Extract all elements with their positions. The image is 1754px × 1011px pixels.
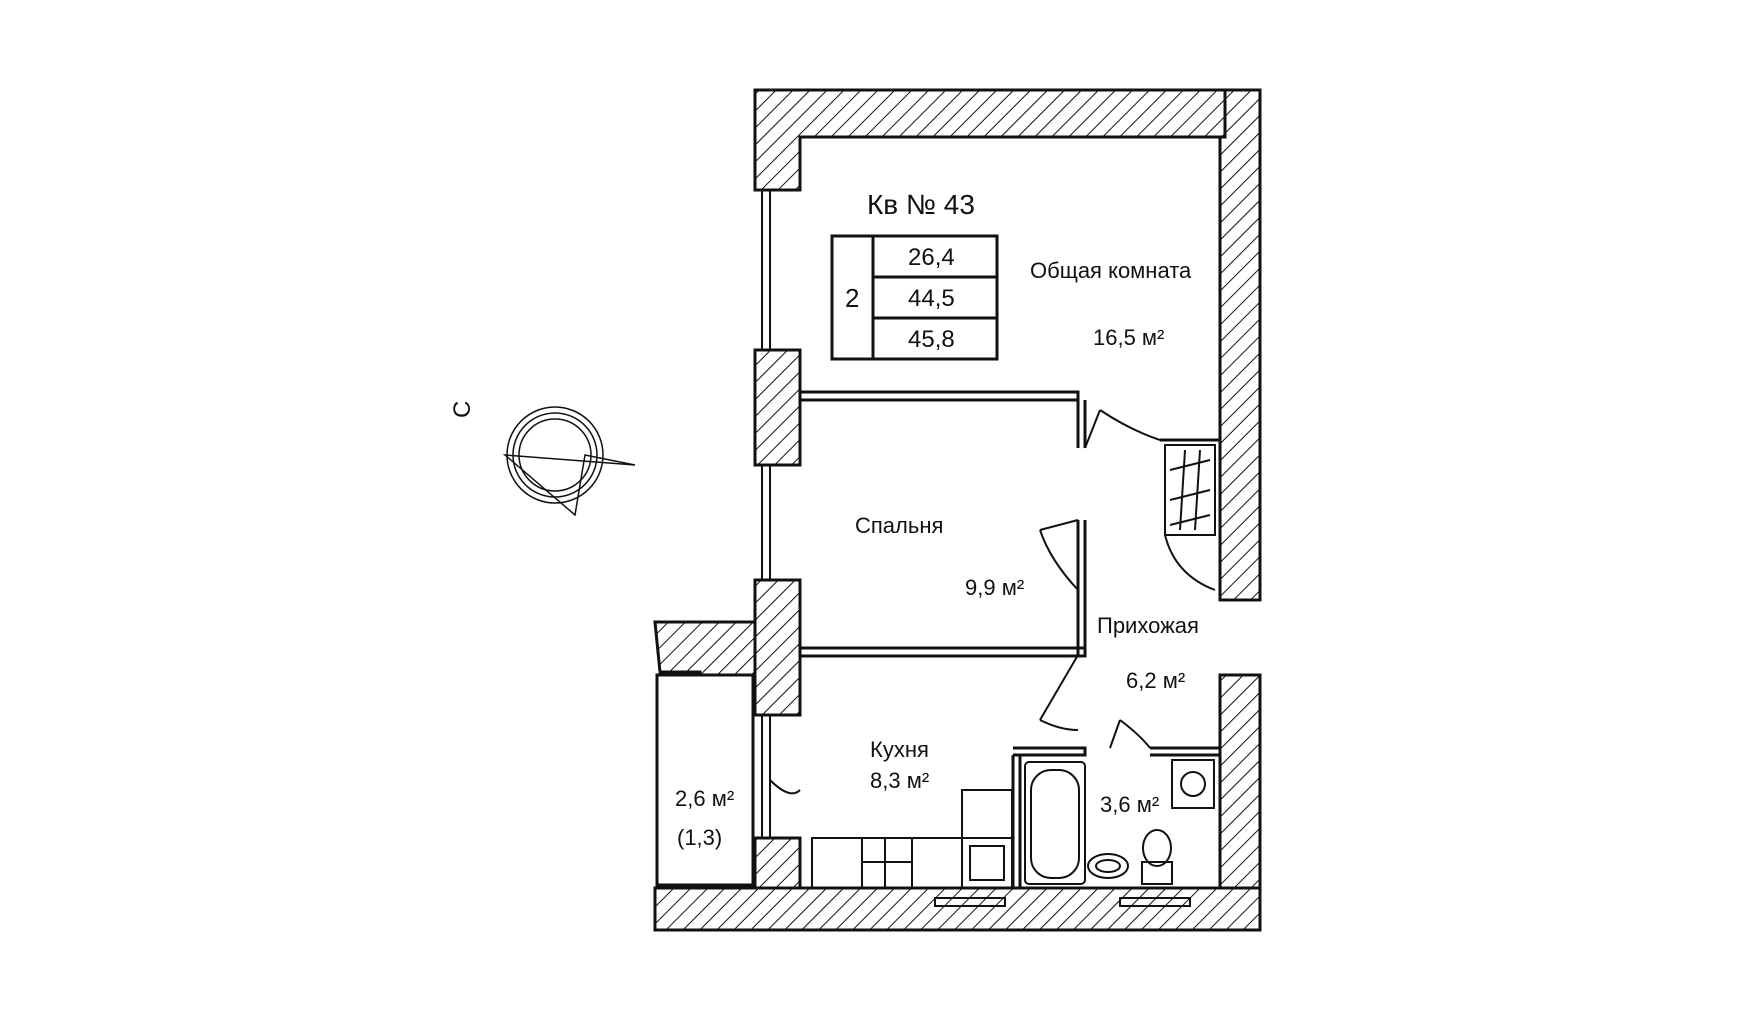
- compass-north-letter: С: [449, 401, 476, 418]
- area-total-with-balcony: 45,8: [908, 326, 955, 353]
- area-total: 44,5: [908, 285, 955, 312]
- windows: [761, 190, 1191, 907]
- balcony-coefficient: (1,3): [677, 825, 722, 850]
- outer-walls: [653, 88, 1262, 932]
- room-area-bathroom: 3,6 м²: [1100, 792, 1159, 817]
- apartment-title: Кв № 43: [867, 189, 975, 220]
- room-area-bedroom: 9,9 м²: [965, 575, 1024, 600]
- room-area-living: 16,5 м²: [1093, 325, 1164, 350]
- room-area-hall: 6,2 м²: [1126, 668, 1185, 693]
- kitchen-furniture: [811, 789, 1013, 889]
- wardrobe: [1164, 444, 1216, 591]
- area-table: [830, 234, 999, 361]
- rooms-count: 2: [845, 283, 859, 313]
- room-name-bedroom: Спальня: [855, 513, 943, 538]
- bathroom-fixtures: [1024, 759, 1215, 885]
- area-living: 26,4: [908, 244, 955, 271]
- room-area-balcony: 2,6 м²: [675, 786, 734, 811]
- room-name-living: Общая комната: [1030, 258, 1192, 283]
- balcony: [655, 673, 755, 887]
- room-name-hall: Прихожая: [1097, 613, 1199, 638]
- compass-icon: [502, 406, 636, 517]
- doors: [769, 409, 1161, 795]
- room-name-kitchen: Кухня: [870, 737, 929, 762]
- room-area-kitchen: 8,3 м²: [870, 768, 929, 793]
